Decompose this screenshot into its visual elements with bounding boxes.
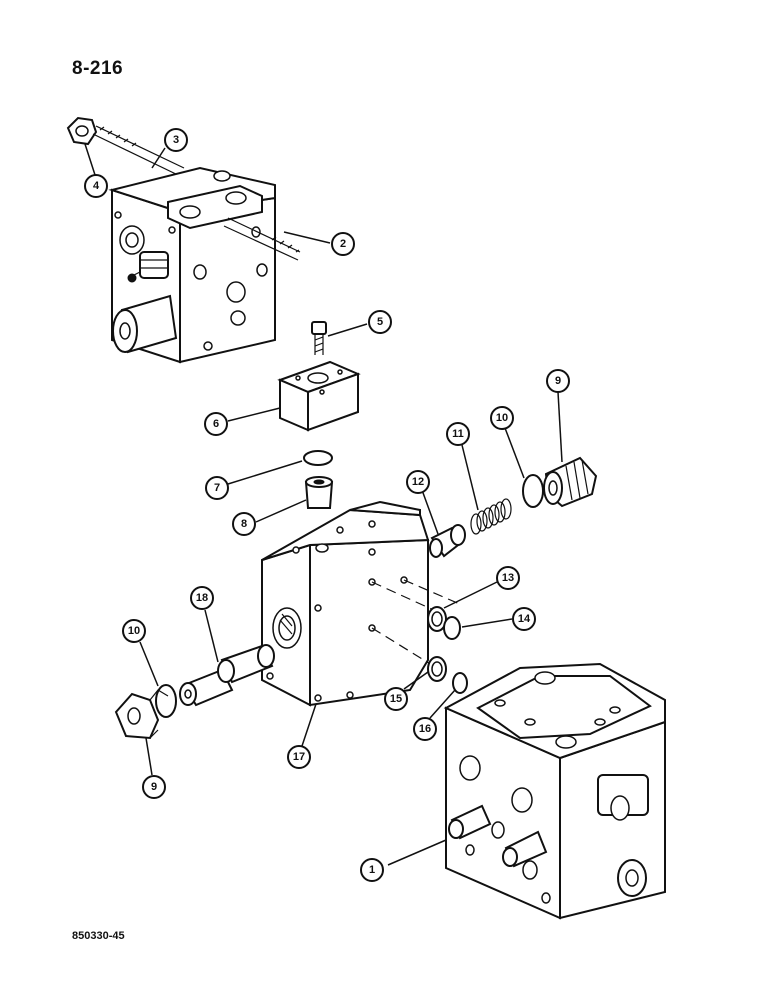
part-block — [277, 360, 361, 432]
part-o-ring-10-lower — [155, 684, 177, 718]
svg-text:16: 16 — [419, 723, 431, 735]
part-ring-13 — [427, 606, 447, 632]
part-stud-upper — [92, 125, 185, 177]
part-end-section — [108, 166, 276, 364]
callout-16: 16 — [413, 717, 437, 741]
part-valve-section — [261, 500, 430, 707]
svg-text:9: 9 — [555, 375, 561, 387]
svg-text:18: 18 — [196, 592, 208, 604]
svg-text:1: 1 — [369, 864, 375, 876]
page-number: 8-216 — [72, 58, 124, 79]
part-o-ring-16 — [452, 672, 468, 694]
callout-4: 4 — [84, 174, 108, 198]
part-plug-lower — [114, 689, 169, 740]
callout-13: 13 — [496, 566, 520, 590]
part-valve-body — [443, 662, 666, 920]
callout-14: 14 — [512, 607, 536, 631]
part-spool-12 — [429, 524, 466, 558]
svg-text:6: 6 — [213, 418, 219, 430]
part-spring — [470, 498, 512, 535]
svg-text:3: 3 — [173, 134, 179, 146]
svg-text:10: 10 — [496, 412, 508, 424]
callout-10-upper: 10 — [490, 406, 514, 430]
part-o-ring-7 — [303, 450, 333, 466]
part-plug-upper — [543, 456, 598, 508]
callout-7: 7 — [205, 476, 229, 500]
part-o-ring-14 — [443, 616, 461, 640]
callout-6: 6 — [204, 412, 228, 436]
callout-3: 3 — [164, 128, 188, 152]
callout-8: 8 — [232, 512, 256, 536]
callout-15: 15 — [384, 687, 408, 711]
svg-text:12: 12 — [412, 476, 424, 488]
part-poppet — [304, 476, 334, 509]
svg-text:8: 8 — [241, 518, 247, 530]
svg-text:11: 11 — [452, 428, 464, 440]
part-o-ring-10-upper — [522, 474, 544, 508]
callout-5: 5 — [368, 310, 392, 334]
svg-text:2: 2 — [340, 238, 346, 250]
callout-10-lower: 10 — [122, 619, 146, 643]
part-spool-18 — [179, 644, 275, 707]
svg-text:14: 14 — [518, 613, 531, 625]
part-cap-screw — [311, 321, 327, 355]
svg-text:15: 15 — [390, 693, 402, 705]
callout-9-lower: 9 — [142, 775, 166, 799]
callout-1: 1 — [360, 858, 384, 882]
part-stud-lower — [223, 217, 301, 261]
svg-text:5: 5 — [377, 316, 383, 328]
svg-text:13: 13 — [502, 572, 514, 584]
callout-17: 17 — [287, 745, 311, 769]
svg-text:9: 9 — [151, 781, 157, 793]
svg-text:4: 4 — [93, 180, 100, 192]
callout-18: 18 — [190, 586, 214, 610]
callout-11: 11 — [446, 422, 470, 446]
figure-reference-code: 850330-45 — [72, 930, 125, 942]
svg-text:7: 7 — [214, 482, 220, 494]
svg-text:17: 17 — [293, 751, 305, 763]
svg-text:10: 10 — [128, 625, 140, 637]
callout-12: 12 — [406, 470, 430, 494]
part-nut — [66, 116, 98, 146]
callout-9-upper: 9 — [546, 369, 570, 393]
part-ring-15 — [427, 656, 447, 682]
leader-lines — [84, 143, 563, 866]
callout-2: 2 — [331, 232, 355, 256]
